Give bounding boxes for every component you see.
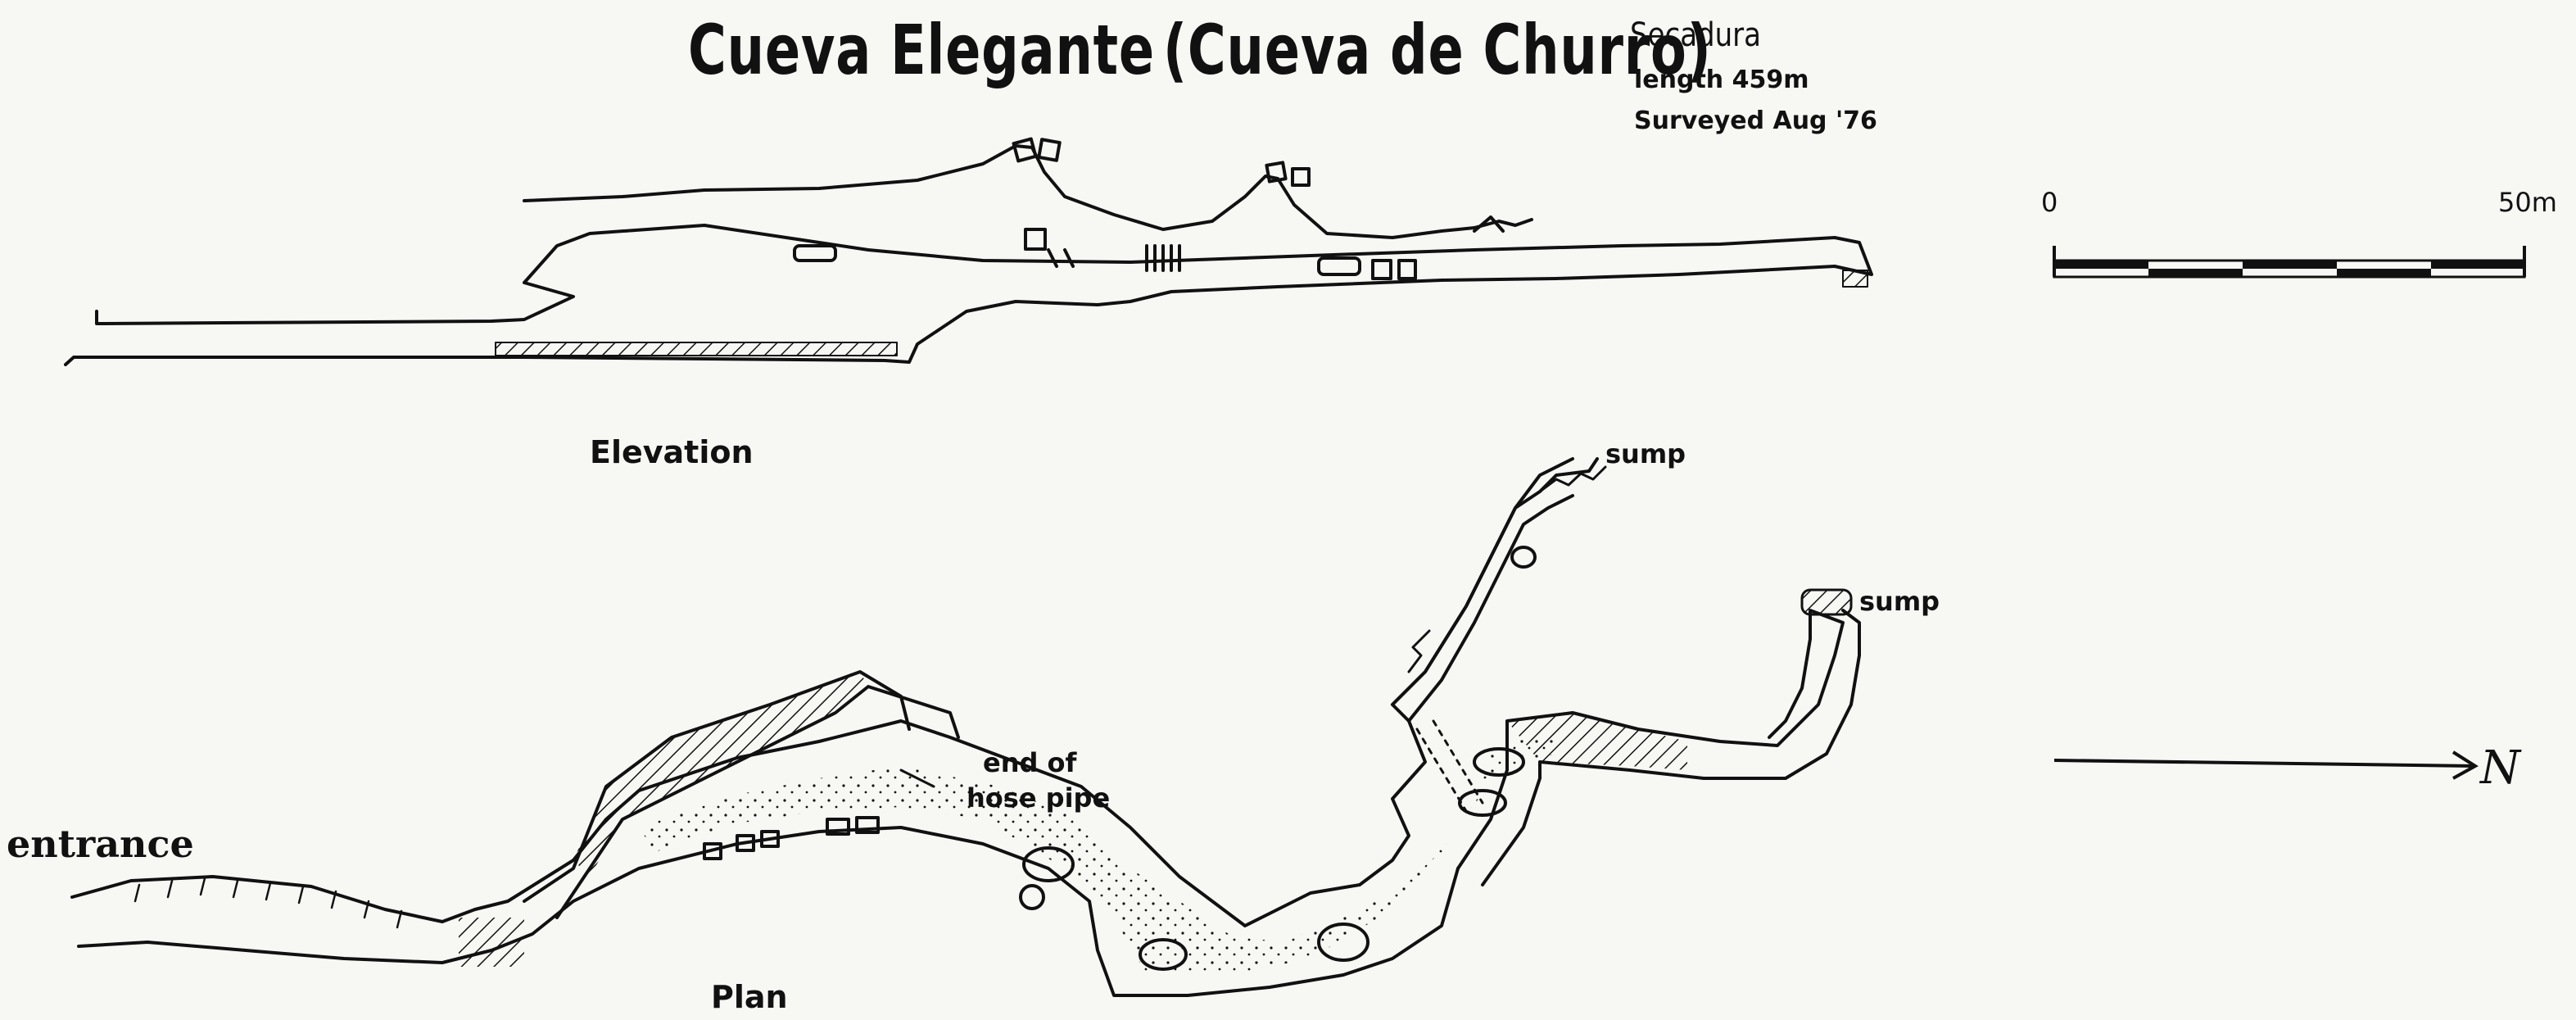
hose-pipe-pointer	[899, 768, 935, 788]
cave-length: length 459m	[1634, 66, 1809, 94]
scale-end-label: 50m	[2498, 187, 2557, 218]
boulder	[1012, 137, 1038, 163]
boulder	[703, 842, 722, 860]
north-arrow	[2053, 750, 2479, 780]
elevation-view	[64, 137, 1873, 366]
plan-label: Plan	[711, 979, 788, 1015]
boulder	[1397, 259, 1417, 280]
plan-wall-hatch	[134, 877, 403, 929]
boulder	[1037, 138, 1062, 162]
plan-sediment	[639, 737, 1556, 975]
boulder	[1473, 747, 1525, 777]
boulder	[1291, 167, 1311, 187]
boulder	[1317, 256, 1361, 276]
scale-bar	[2053, 246, 2526, 279]
north-label: N	[2480, 741, 2520, 795]
boulder	[1458, 789, 1507, 817]
title-alt: (Cueva de Churro)	[1163, 10, 1712, 90]
elevation-floor-hatch	[495, 342, 898, 356]
plan-branch-upper-sump	[1391, 457, 1599, 723]
plan-stream-symbol	[1407, 629, 1431, 673]
survey-date: Surveyed Aug '76	[1634, 107, 1877, 135]
title-main: Cueva Elegante	[688, 10, 1155, 90]
elevation-end-hatch	[1842, 270, 1868, 288]
plan-view	[70, 457, 1861, 997]
plan-right-hatch	[1507, 713, 1687, 770]
location-name: Secadura	[1630, 16, 1761, 54]
elevation-roof	[523, 144, 1533, 239]
boulder	[793, 244, 837, 262]
plan-loop-hatch	[573, 672, 868, 877]
plan-upper-zigzag	[1538, 465, 1607, 493]
plan-sump-hatch	[1800, 588, 1853, 616]
boulder	[1019, 884, 1045, 910]
boulder	[1024, 228, 1047, 251]
plan-dashed-line	[1415, 719, 1484, 813]
plan-entrance-passage-south	[77, 826, 1460, 997]
elevation-label: Elevation	[590, 434, 754, 470]
plan-entrance-hatch	[459, 918, 524, 967]
elevation-lower-passage	[64, 224, 1873, 366]
hose-pipe-label-line2: hose pipe	[967, 782, 1111, 814]
sump-label-right: sump	[1859, 586, 1940, 617]
hose-pipe-label-line1: end of	[983, 747, 1077, 778]
boulder	[855, 816, 880, 834]
boulder	[1022, 846, 1075, 882]
boulder	[760, 830, 780, 848]
boulder	[1265, 161, 1288, 184]
boulder	[1139, 938, 1188, 971]
boulder	[1317, 923, 1369, 962]
boulder	[826, 818, 850, 836]
boulder	[736, 834, 755, 852]
elevation-formations	[1047, 215, 1505, 272]
boulder	[1510, 546, 1537, 569]
entrance-label: entrance	[7, 822, 194, 866]
boulder	[1371, 259, 1392, 280]
scale-start-label: 0	[2041, 187, 2058, 218]
sump-label-upper: sump	[1605, 438, 1686, 469]
